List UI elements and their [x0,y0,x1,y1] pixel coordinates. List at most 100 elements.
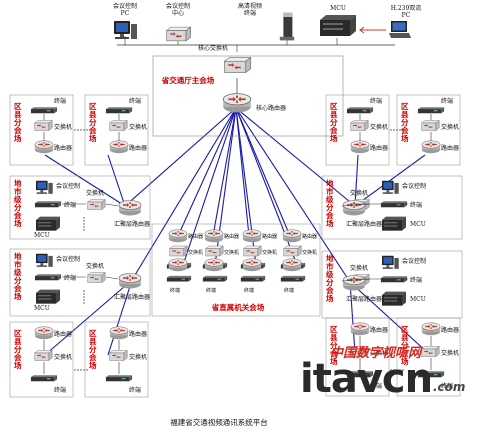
conf-control-label: 会议控制 [402,182,426,190]
switch-label: 交换机 [441,349,459,357]
core-switch-icon [223,56,252,74]
core-router-label: 核心路由器 [256,104,286,112]
county-venue-label: 区县分会场 [89,329,97,370]
switch-icon [205,245,224,257]
router-icon [118,273,142,289]
switch-icon [283,245,302,257]
agg-router-label: 汇聚层路由器 [114,293,150,301]
switch-icon [109,349,128,362]
mcu-label: MCU [34,305,50,312]
pc-icon [382,255,399,269]
terminal-label: 终端 [64,201,76,209]
city-venue-label: 地市级分会场 [325,253,334,303]
router-label: 路由器 [441,326,459,334]
router-icon [242,258,262,272]
switch-icon [34,349,53,362]
conf-control-label: 会议控制 [56,182,80,190]
mcu-label: MCU [410,221,426,228]
county-venue-top-right-1 [325,94,390,166]
agg-router-label: 汇聚层路由器 [114,220,150,228]
switch-icon [87,271,106,284]
switch-label: 交换机 [262,249,277,256]
router-icon [168,229,188,243]
router-icon [242,229,262,243]
core-switch-label: 核心交换机 [198,44,228,52]
county-venue-bottom-left-2 [84,321,149,398]
county-venue-label: 区县分会场 [89,102,97,143]
terminal-icon [346,107,374,114]
county-venue-label: 区县分会场 [401,102,409,143]
switch-label: 交换机 [188,249,203,256]
terminal-icon [202,275,228,282]
wan-links [44,107,429,356]
router-icon [342,200,366,216]
switch-label: 交换机 [370,123,388,131]
terminal-icon [30,107,58,114]
terminal-icon [105,107,133,114]
terminal-label: 终端 [129,386,141,394]
switch-label: 交换机 [350,264,368,272]
router-label: 路由器 [370,326,388,334]
switch-label: 交换机 [370,349,388,357]
router-icon [342,275,366,291]
terminal-icon [166,275,192,282]
city-venue-label: 地市级分会场 [325,178,334,228]
conf-control-label: 会议控制 [56,255,80,263]
router-icon [282,229,302,243]
terminal-label: 终端 [206,287,216,294]
router-icon [168,258,188,272]
watermark-logo: itavcn [300,356,432,402]
terminal-label: 终端 [410,276,422,284]
router-label: 路由器 [54,330,72,338]
pc-icon [114,21,137,39]
router-icon [350,140,370,154]
county-venue-label: 区县分会场 [330,102,338,143]
conference-center-device-icon [165,26,192,42]
mcu-label: MCU [34,232,50,239]
terminal-label: 终端 [54,386,66,394]
router-icon [34,140,54,154]
terminal-icon [417,107,445,114]
switch-icon [350,119,369,132]
terminal-label: 终端 [284,287,294,294]
switch-label: 交换机 [129,123,147,131]
agg-router-label: 汇聚层路由器 [346,220,382,228]
terminal-icon [30,375,58,382]
terminal-label: 终端 [370,382,382,390]
switch-label: 交换机 [86,189,104,197]
terminal-icon [240,275,266,282]
conf-control-label: 会议控制 [402,257,426,265]
county-venue-label: 区县分会场 [401,325,409,366]
core-router-icon [222,93,252,113]
watermark-domain: .com [433,380,465,394]
county-venue-top-left-1 [9,94,74,166]
mcu-icon [36,216,60,231]
router-icon [421,322,441,336]
diagram-caption: 福建省交通视频通讯系统平台 [170,417,268,427]
terminal-label: 终端 [370,97,382,105]
router-label: 路由器 [188,233,203,240]
switch-label: 交换机 [54,123,72,131]
county-venue-bottom-left-1 [9,321,74,398]
mcu-top-label: MCU [330,5,346,12]
terminal-label: 终端 [244,287,254,294]
hd-camera-icon [279,12,295,41]
terminal-label: 终端 [441,97,453,105]
main-venue-title: 省交通厅主会场 [161,75,215,85]
router-icon [204,258,224,272]
switch-label: 交换机 [54,353,72,361]
pc-icon [382,180,399,194]
router-label: 路由器 [262,233,277,240]
switch-icon [243,245,262,257]
terminal-icon [280,275,306,282]
switch-icon [421,345,440,358]
city-venue-left-upper [9,175,151,240]
terminal-label: 终端 [54,97,66,105]
switch-icon [421,119,440,132]
router-label: 路由器 [302,233,317,240]
mcu-icon [36,289,60,304]
pc-icon [36,253,53,267]
provincial-venue [151,223,321,317]
